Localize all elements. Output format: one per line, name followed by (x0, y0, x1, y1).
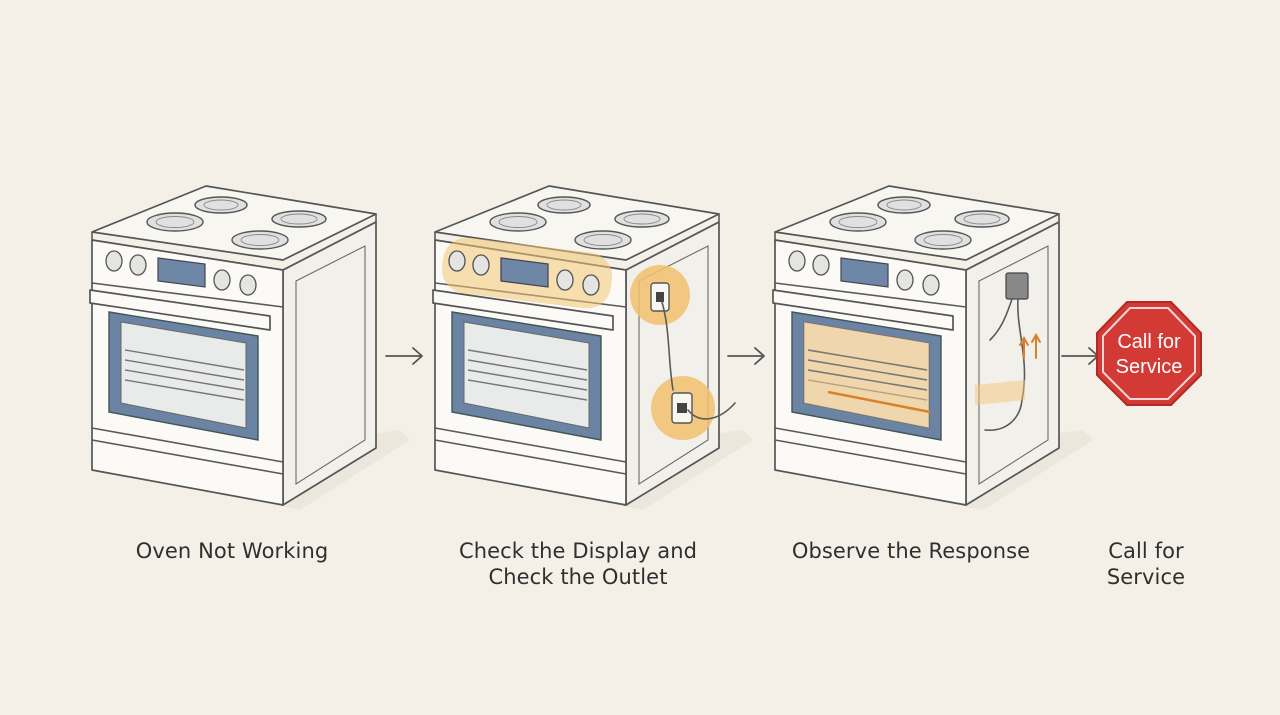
step-label-observe-response: Observe the Response (780, 538, 1042, 564)
step-label-check-display-outlet: Check the Display and Check the Outlet (438, 538, 718, 590)
arrow-right-icon (385, 347, 423, 365)
oven-icon (89, 185, 411, 511)
stop-sign-icon: Call for Service (1096, 301, 1202, 406)
label-line: Check the Display and (458, 539, 698, 563)
label-line: Oven Not Working (135, 539, 329, 563)
stop-sign-text-line-1: Call for (1117, 331, 1181, 353)
internal-wiring (975, 272, 1041, 431)
step-label-oven-not-working: Oven Not Working (112, 538, 352, 564)
label-line: Call for (1108, 539, 1184, 563)
power-outlet-icon (630, 265, 715, 440)
arrow-right-icon (1061, 347, 1099, 365)
stop-sign-text-line-2: Service (1116, 356, 1183, 378)
power-cord-icon (661, 301, 736, 420)
oven-heating-icon (772, 185, 1094, 511)
label-line: Check the Outlet (488, 565, 668, 589)
arrow-right-icon (727, 347, 765, 365)
knob-highlight (441, 237, 613, 309)
oven-highlighted-icon (432, 185, 754, 511)
label-line: Service (1106, 565, 1186, 589)
step-label-call-for-service: Call for Service (1086, 538, 1206, 590)
label-line: Observe the Response (791, 539, 1031, 563)
